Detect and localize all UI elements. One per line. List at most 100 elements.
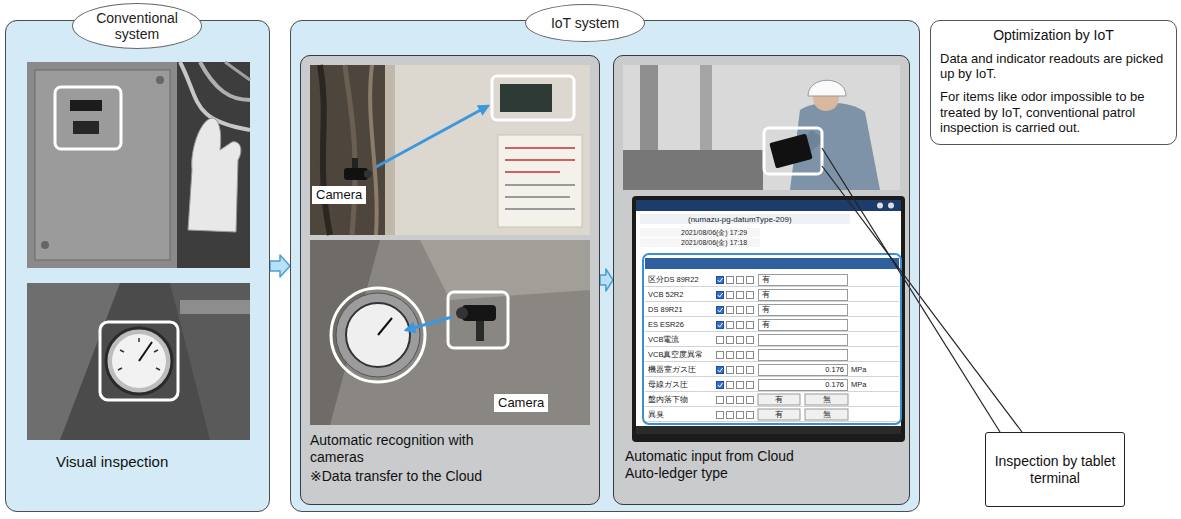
screen-cell: 0.176: [758, 365, 844, 374]
screen-cell: 有: [762, 305, 770, 314]
gauge-face: [112, 334, 166, 388]
camera-tag: Camera: [312, 186, 366, 204]
screen-cell: 有: [762, 290, 770, 299]
screen-cell: MPa: [851, 365, 866, 374]
stage-panel: Automatic input from Cloud Auto-ledger t…: [613, 55, 910, 505]
gauge-face: [346, 303, 410, 367]
gauge-ticks: [118, 338, 160, 370]
photo-indicator-camera: [310, 65, 590, 235]
view-arrow: [406, 317, 452, 330]
app-icon: [888, 203, 894, 209]
screen-cell: MPa: [851, 380, 866, 389]
camera-body: [344, 168, 368, 180]
tablet-screenshot: [632, 196, 905, 442]
checked-boxes: [716, 272, 726, 332]
app-icon: [877, 203, 883, 209]
stage-caption: Automatic recognition with cameras: [310, 432, 505, 466]
note-box: Optimization by IoT Data and indicator re…: [930, 20, 1177, 145]
tablet: [769, 134, 812, 169]
steel-column: [700, 65, 712, 190]
camera-tag: Camera: [494, 394, 548, 412]
metal-panel: [35, 70, 170, 260]
choice-button: [758, 409, 800, 420]
photo-gauge-camera: [310, 240, 590, 425]
screen-cell: 異臭: [648, 410, 664, 419]
sticker-lines: [505, 148, 575, 172]
cable: [320, 65, 330, 235]
callout-box: Inspection by tablet terminal: [985, 432, 1125, 507]
bracket: [310, 240, 380, 425]
photo-panel-face: [27, 62, 250, 268]
highlight-frame: [492, 76, 574, 120]
camera-mount: [476, 321, 484, 341]
choice-button: [805, 394, 848, 405]
screen-date: 2021/08/06(金) 17:18: [681, 239, 747, 247]
photo-ground: [623, 65, 900, 190]
sticker-lines: [505, 185, 575, 209]
panel-caption: Visual inspection: [56, 453, 256, 471]
screen-cell: 有: [762, 275, 770, 284]
worker-arm: [790, 130, 825, 160]
camera-mount: [352, 158, 358, 169]
highlight-ring: [331, 288, 425, 382]
equipment: [623, 150, 763, 190]
photo-ground: [310, 65, 590, 235]
nav-bar: [636, 426, 901, 434]
screen-cell: 盤内落下物: [648, 395, 688, 404]
gauge-needle: [139, 342, 152, 361]
screen-date: 2021/08/06(金) 17:29: [681, 229, 747, 237]
note-heading: Optimization by IoT: [931, 27, 1176, 44]
screw: [41, 241, 49, 249]
date-band: [640, 238, 760, 247]
table-rows: [645, 272, 899, 422]
screen-cell: VCB 52R2: [648, 290, 683, 299]
highlight-frame: [764, 128, 822, 174]
highlight-frame: [448, 292, 508, 348]
checkbox-column: [716, 272, 756, 422]
table-header: [645, 258, 899, 269]
screw: [156, 76, 164, 84]
leader-line: [822, 148, 1000, 432]
display-window: [500, 84, 552, 112]
table-outline: [643, 254, 901, 424]
highlight-frame: [100, 322, 178, 400]
panel-ground: [5, 20, 270, 512]
helmet: [808, 80, 846, 96]
camera-lens: [364, 170, 372, 178]
screen-title: (numazu-pg-datumType-209): [688, 215, 792, 225]
photo-ground: [27, 283, 250, 440]
app-bar: [636, 200, 901, 211]
system-panel: IoT systemAutomatic recognition with cam…: [290, 20, 920, 512]
leader-line: [822, 166, 1022, 432]
stage-note: ※Data transfer to the Cloud: [310, 468, 490, 485]
indicator-window: [73, 121, 99, 134]
gauge-needle: [378, 318, 392, 335]
steel-column: [640, 65, 658, 190]
panel-heading: IoT system: [525, 4, 645, 42]
metal-panel: [27, 62, 177, 268]
screen-cell: 区分DS 89R22: [648, 275, 699, 284]
note-text: Data and indicator readouts are picked u…: [940, 51, 1168, 82]
tablet-frame: [632, 196, 905, 442]
screen-cell: DS 89R21: [648, 305, 683, 314]
gauge-flange: [336, 293, 420, 377]
system-panel: Conventional systemVisual inspection: [5, 20, 270, 512]
cable: [370, 65, 377, 235]
device-face: [395, 65, 590, 235]
flow-arrow: [270, 255, 290, 277]
gloved-hand: [188, 118, 241, 232]
stage-caption: Automatic input from Cloud Auto-ledger t…: [625, 448, 825, 482]
screen-cell: 母線ガス圧: [648, 380, 688, 389]
worker-body: [790, 103, 880, 190]
screen-cell: 無: [805, 410, 848, 419]
indicator-window: [70, 100, 102, 111]
cable: [345, 65, 355, 235]
view-arrow: [376, 106, 488, 167]
panel-ground: [300, 55, 600, 505]
cable-bay: [310, 65, 385, 235]
bracket: [420, 240, 590, 300]
checked-boxes: [716, 362, 726, 392]
photo-worker: [623, 65, 900, 190]
note-text: For items like odor impossible to be tre…: [940, 89, 1168, 136]
